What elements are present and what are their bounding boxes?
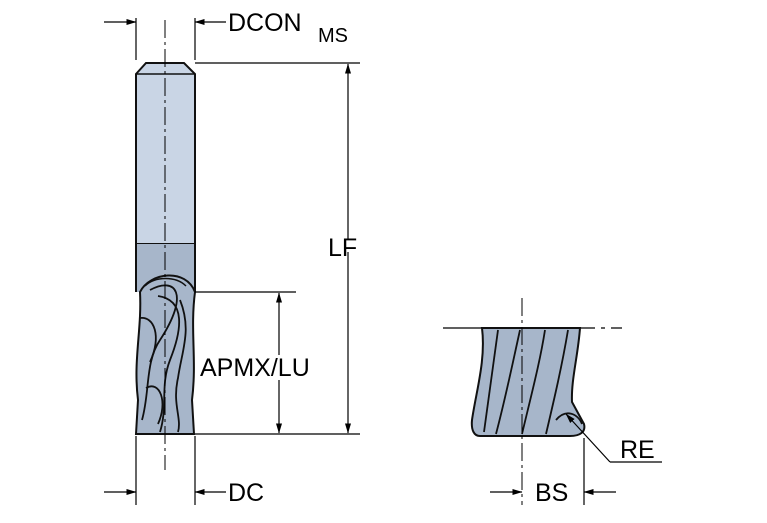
label-dc: DC (228, 479, 264, 507)
detail-flute-tip (470, 327, 586, 437)
label-apmx: APMX/LU (200, 354, 310, 382)
leader-re (565, 413, 662, 463)
label-lf: LF (328, 234, 357, 262)
end-mill-side-view (134, 20, 197, 470)
corner-detail-view (443, 298, 622, 505)
label-re: RE (620, 436, 655, 464)
label-dcon-sub: MS (318, 25, 348, 47)
label-dcon: DCON (228, 9, 302, 37)
dim-bs (490, 438, 616, 505)
label-bs: BS (535, 479, 568, 507)
